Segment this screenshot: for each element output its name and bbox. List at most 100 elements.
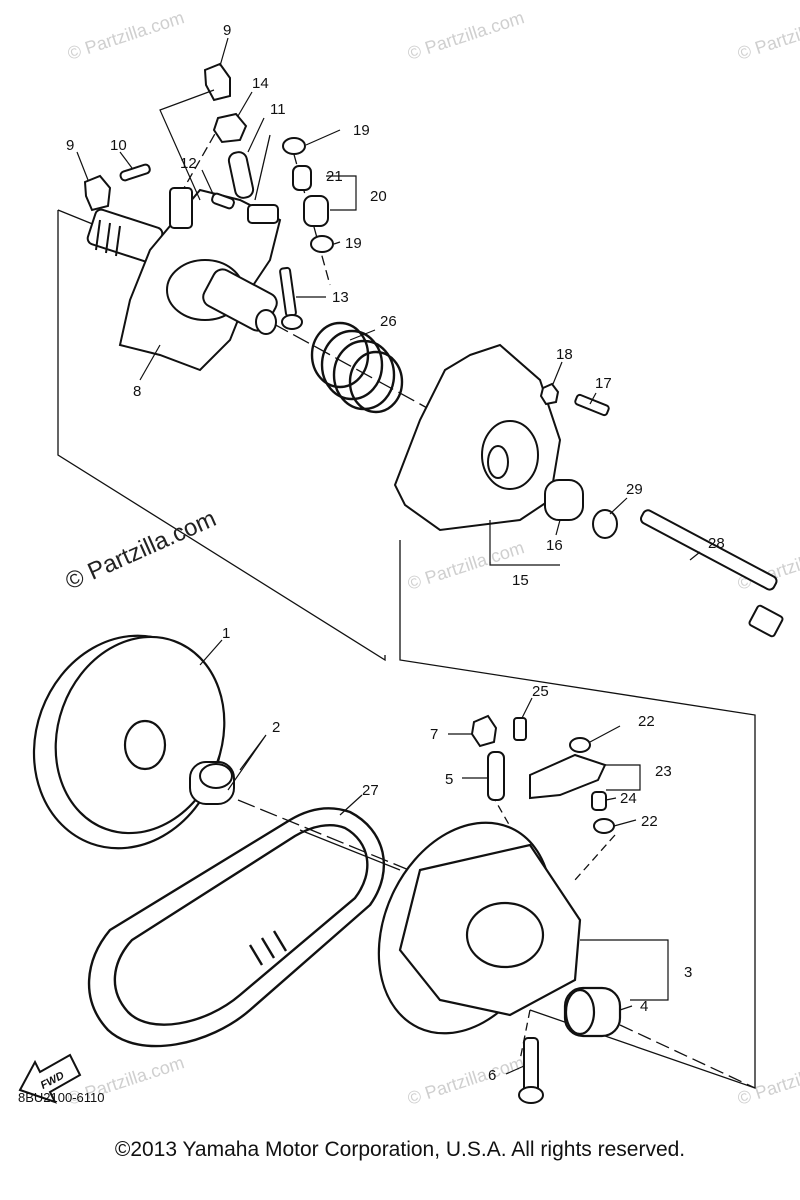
callout-22-top: 22 [638,713,655,730]
part-8-spider-shaft [86,187,282,372]
leader-line [326,175,357,211]
callout-19-top: 19 [353,122,370,139]
leader-line [689,551,701,561]
movable-sheave-hub [465,901,545,969]
part-29-seal [592,509,618,539]
sheave-bore [123,719,167,771]
leader-line [589,392,597,405]
spring-coil [332,339,396,411]
leader-line [247,117,265,153]
callout-9-top: 9 [223,22,231,39]
part-22-washer-top [569,737,591,753]
roller-arm [247,204,279,224]
callout-21: 21 [326,168,343,185]
callout-27: 27 [362,782,379,799]
part-22-washer-bottom [593,818,615,834]
callout-4: 4 [640,998,648,1015]
shaft-axis-line [519,1009,531,1061]
callout-1: 1 [222,625,230,642]
leader-line [580,939,669,1001]
part-16-bushing [544,479,584,521]
assembly-outline [57,124,756,1089]
shaft-axis-line [574,834,616,881]
thread-line [105,222,111,254]
part-15-cover-assembly [393,343,784,638]
watermark-strong: © Partzilla.com [61,505,220,595]
callout-numbers: 9 14 11 19 9 10 12 21 20 19 13 26 8 18 1… [66,22,725,1084]
bolt-head [281,314,303,330]
part-2-bushing [189,761,235,805]
part-10-pin [119,163,151,182]
callout-18: 18 [556,346,573,363]
part-27-drive-belt [87,807,385,1048]
part-1-fixed-sheave [32,634,226,850]
leader-line [349,329,376,341]
leader-line [605,797,617,801]
leader-lines [76,37,701,1075]
part-14-nut [212,112,248,144]
watermark: © Partzilla.com [735,1052,800,1109]
callout-25: 25 [532,683,549,700]
part-23-weight [529,753,607,800]
belt-cog [272,930,288,952]
leader-line [159,89,215,201]
roller-arm [169,187,193,229]
cover-hole [487,445,509,479]
spring-coil [348,350,404,414]
callout-14: 14 [252,75,269,92]
watermark: © Partzilla.com [735,7,800,64]
leader-line [609,497,628,515]
shaft-axis-line [179,124,221,196]
callout-20: 20 [370,188,387,205]
leader-line [76,151,89,181]
callout-13: 13 [332,289,349,306]
leader-line [521,697,533,719]
part-28-long-bolt [640,509,778,591]
leader-line [333,241,341,245]
callout-22-bottom: 22 [641,813,658,830]
leader-line [201,169,215,197]
part-6-bolt [523,1037,539,1095]
callout-15: 15 [512,572,529,589]
leader-line [227,734,267,791]
callout-29: 29 [626,481,643,498]
bolt-head [518,1086,544,1104]
callout-23: 23 [655,763,672,780]
part-12-pin [211,192,235,210]
belt-inner [113,824,369,1026]
thread-line [95,219,101,251]
part-26-spring [310,321,404,414]
callout-9-left: 9 [66,137,74,154]
callout-19-bottom: 19 [345,235,362,252]
part-9-slider-left [83,174,112,212]
leader-line [119,151,133,169]
part-18-nut [539,382,560,406]
leader-line [589,725,621,743]
leader-line [139,344,161,381]
callout-8: 8 [133,383,141,400]
bushing-end [199,763,233,789]
upper-assembly-boundary [57,210,386,662]
bushing-end [564,988,596,1036]
callout-10: 10 [110,137,127,154]
leader-line [555,519,561,536]
leader-line [619,1005,633,1011]
part-20-roller [303,195,329,227]
part-19-washer-bottom [310,235,334,253]
leader-line [237,91,253,117]
fwd-arrow-icon: FWD [18,1053,82,1104]
callout-3: 3 [684,964,692,981]
lower-assembly-boundary [399,540,756,1089]
callout-6: 6 [488,1067,496,1084]
leader-line [305,129,341,146]
boundary-line [57,209,96,226]
callout-16: 16 [546,537,563,554]
belt-cog [260,937,276,959]
spring-coil [320,329,384,401]
part-24-bushing [591,791,607,811]
part-19-washer-top [282,137,306,155]
part-25-bolt [513,717,527,741]
part-17-bolt [574,393,610,417]
part-5-pin [487,751,505,801]
